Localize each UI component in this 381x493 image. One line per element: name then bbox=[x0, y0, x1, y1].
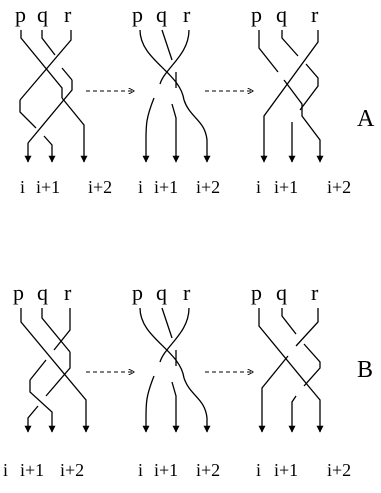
label-i2: i+2 bbox=[88, 177, 112, 197]
label-p: p bbox=[251, 2, 262, 27]
label-i2: i+2 bbox=[60, 460, 84, 480]
label-i2: i+2 bbox=[196, 460, 220, 480]
strand-p bbox=[258, 308, 324, 433]
label-r: r bbox=[311, 280, 319, 305]
strand-r-end bbox=[142, 375, 155, 433]
strand-r bbox=[53, 308, 71, 351]
label-i1: i+1 bbox=[154, 460, 178, 480]
strand-q-2 bbox=[45, 352, 71, 397]
label-r: r bbox=[311, 2, 319, 27]
strand-q-2 bbox=[27, 80, 73, 144]
strand-r-end bbox=[43, 135, 56, 163]
label-i: i bbox=[138, 460, 143, 480]
strand-q bbox=[41, 308, 71, 353]
label-i: i bbox=[3, 460, 8, 480]
label-q: q bbox=[37, 280, 48, 305]
strand-q-2 bbox=[303, 343, 321, 387]
strand-p bbox=[20, 308, 90, 433]
braid-a1: p q r bbox=[15, 2, 88, 163]
braid-a2: p q r bbox=[132, 2, 211, 163]
strand-r bbox=[295, 308, 319, 347]
label-q: q bbox=[156, 2, 167, 27]
strand-r-end bbox=[258, 355, 289, 433]
label-p: p bbox=[251, 280, 262, 305]
label-i2: i+2 bbox=[327, 177, 351, 197]
strand-r-2 bbox=[19, 100, 37, 129]
label-r: r bbox=[183, 280, 191, 305]
label-i2: i+2 bbox=[196, 177, 220, 197]
strand-q-2 bbox=[299, 63, 319, 111]
label-i1: i+1 bbox=[274, 177, 298, 197]
strand-q bbox=[161, 29, 173, 61]
label-i1: i+1 bbox=[20, 460, 44, 480]
row-label-a: A bbox=[357, 106, 375, 132]
strand-q-end bbox=[171, 103, 180, 163]
strand-r bbox=[260, 30, 319, 163]
braid-b2: p q r bbox=[132, 280, 211, 433]
label-i: i bbox=[138, 177, 143, 197]
strand-p bbox=[20, 30, 63, 98]
label-i2: i+2 bbox=[327, 460, 351, 480]
strand-p bbox=[139, 29, 185, 101]
bottom-labels-b: i i+1 i+2 i i+1 i+2 i i+1 i+2 bbox=[3, 460, 351, 480]
label-q: q bbox=[276, 280, 287, 305]
braid-b3: p q r bbox=[251, 280, 324, 433]
braid-b1: p q r bbox=[13, 280, 90, 433]
label-r: r bbox=[64, 2, 72, 27]
strand-r bbox=[159, 29, 190, 85]
label-q: q bbox=[37, 2, 48, 27]
strand-q-end bbox=[24, 405, 39, 433]
row-label-b: B bbox=[357, 357, 373, 383]
label-p: p bbox=[132, 2, 143, 27]
label-i1: i+1 bbox=[274, 460, 298, 480]
strand-q-end bbox=[171, 381, 180, 433]
strand-q-end bbox=[288, 395, 297, 433]
label-i: i bbox=[20, 177, 25, 197]
strand-q bbox=[281, 308, 297, 335]
strand-r-end bbox=[29, 380, 56, 433]
strand-q-mid bbox=[61, 67, 73, 81]
strand-p bbox=[139, 307, 185, 379]
strand-p-end bbox=[61, 97, 88, 163]
label-i: i bbox=[256, 460, 261, 480]
row-a: p q r p q r bbox=[15, 2, 375, 197]
strand-q bbox=[281, 30, 299, 57]
label-q: q bbox=[156, 280, 167, 305]
label-p: p bbox=[15, 2, 26, 27]
strand-p-end bbox=[283, 79, 324, 163]
row-b: p q r p q r p q bbox=[3, 280, 373, 480]
label-p: p bbox=[13, 280, 24, 305]
label-i: i bbox=[256, 177, 261, 197]
label-q: q bbox=[276, 2, 287, 27]
strand-r bbox=[159, 307, 190, 363]
label-r: r bbox=[183, 2, 191, 27]
label-r: r bbox=[64, 280, 72, 305]
strand-q bbox=[161, 307, 173, 339]
strand-p-end bbox=[183, 99, 211, 163]
strand-r-end bbox=[142, 97, 155, 163]
strand-r-mid bbox=[29, 359, 47, 381]
strand-r bbox=[19, 30, 72, 101]
label-i1: i+1 bbox=[36, 177, 60, 197]
strand-q bbox=[41, 30, 56, 56]
strand-p bbox=[258, 30, 279, 73]
label-i1: i+1 bbox=[154, 177, 178, 197]
label-p: p bbox=[132, 280, 143, 305]
braid-a3: p q r bbox=[251, 2, 324, 163]
strand-p-end bbox=[183, 377, 211, 433]
bottom-labels-a: i i+1 i+2 i i+1 i+2 i i+1 i+2 bbox=[20, 177, 351, 197]
